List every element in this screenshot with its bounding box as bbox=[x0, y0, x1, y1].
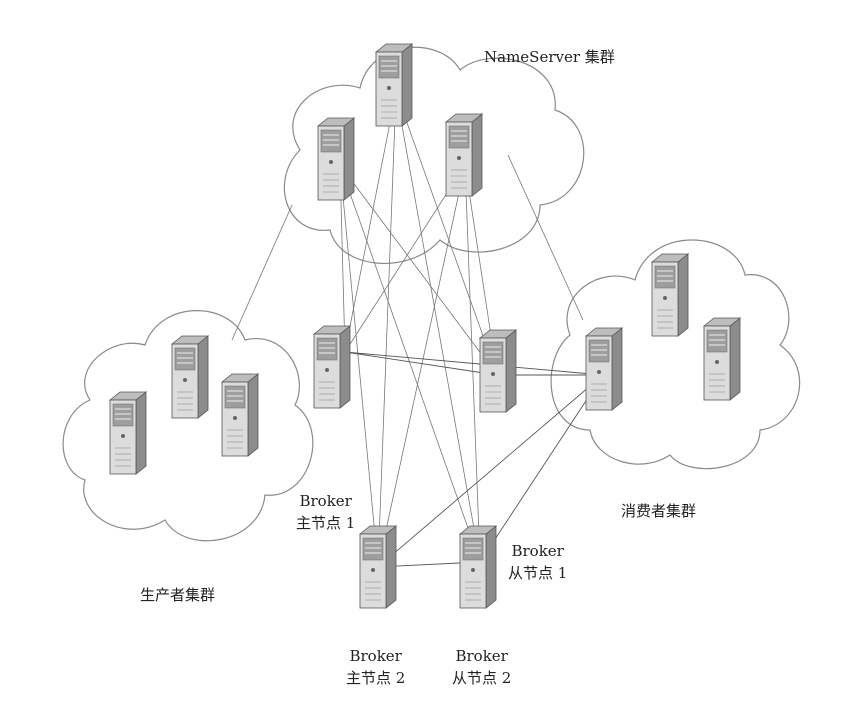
broker-master-1-icon bbox=[313, 325, 351, 409]
consumer-cloud bbox=[550, 239, 801, 470]
broker-slave-1-label: Broker 从节点 1 bbox=[508, 540, 567, 584]
nameserver-cluster-label: NameServer 集群 bbox=[484, 48, 615, 66]
consumer-node-3-icon bbox=[703, 317, 741, 401]
broker-master-2-role: 主节点 2 bbox=[346, 669, 406, 687]
broker-master-1-title: Broker bbox=[299, 492, 352, 510]
consumer-node-2-icon bbox=[651, 253, 689, 337]
broker-slave-1-title: Broker bbox=[511, 542, 564, 560]
broker-master-1-role: 主节点 1 bbox=[296, 514, 356, 532]
nameserver-node-3-icon bbox=[445, 113, 483, 197]
broker-master-2-icon bbox=[359, 525, 397, 609]
broker-master-2-title: Broker bbox=[349, 647, 402, 665]
broker-master-1-label: Broker 主节点 1 bbox=[296, 490, 355, 534]
consumer-node-1-icon bbox=[585, 327, 623, 411]
producer-node-1-icon bbox=[109, 391, 147, 475]
producer-cluster-label: 生产者集群 bbox=[140, 586, 216, 604]
broker-slave-2-title: Broker bbox=[455, 647, 508, 665]
connection-lines bbox=[231, 91, 604, 568]
nameserver-node-2-icon bbox=[317, 117, 355, 201]
broker-slave-2-role: 从节点 2 bbox=[452, 669, 512, 687]
broker-slave-2-label: Broker 从节点 2 bbox=[452, 645, 511, 689]
producer-node-2-icon bbox=[171, 335, 209, 419]
producer-node-3-icon bbox=[221, 373, 259, 457]
consumer-cluster-label: 消费者集群 bbox=[621, 502, 697, 520]
broker-slave-1-role: 从节点 1 bbox=[508, 564, 568, 582]
broker-master-2-label: Broker 主节点 2 bbox=[346, 645, 405, 689]
nameserver-node-1-icon bbox=[375, 43, 413, 127]
nameserver-cloud bbox=[283, 46, 585, 264]
broker-slave-1-icon bbox=[479, 329, 517, 413]
broker-slave-2-icon bbox=[459, 525, 497, 609]
producer-cloud bbox=[62, 310, 314, 542]
